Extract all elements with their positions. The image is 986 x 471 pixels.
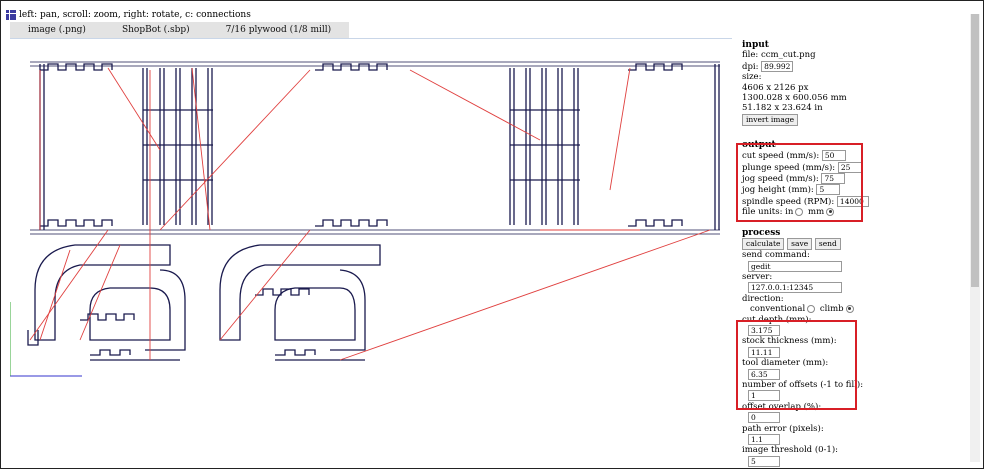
spindle-speed-input[interactable] bbox=[836, 195, 869, 207]
unit-in-label: in bbox=[785, 207, 794, 218]
axes bbox=[10, 302, 82, 377]
cut-depth-input[interactable] bbox=[748, 324, 780, 336]
offsets-label: number of offsets (-1 to fill): bbox=[742, 379, 864, 390]
conventional-label: conventional bbox=[750, 304, 806, 315]
plunge-speed-label: plunge speed (mm/s): bbox=[742, 162, 836, 173]
spindle-speed-label: spindle speed (RPM): bbox=[742, 196, 835, 207]
size-label: size: bbox=[742, 72, 762, 83]
direction-label: direction: bbox=[742, 293, 784, 304]
input-heading: input bbox=[742, 40, 769, 50]
offsets-input[interactable] bbox=[748, 390, 780, 402]
climb-label: climb bbox=[819, 304, 844, 315]
size-px: 4606 x 2126 px bbox=[742, 82, 809, 93]
jog-height-label: jog height (mm): bbox=[742, 185, 814, 196]
server-input[interactable] bbox=[748, 282, 842, 294]
offset-overlap-input[interactable] bbox=[748, 412, 780, 424]
send-command-label: send command: bbox=[742, 250, 810, 261]
offset-overlap-label: offset overlap (%): bbox=[742, 401, 822, 412]
process-heading: process bbox=[742, 227, 781, 238]
toolbar: left: pan, scroll: zoom, right: rotate, … bbox=[6, 8, 251, 22]
process-highlight-box bbox=[736, 320, 857, 410]
grid-icon bbox=[6, 10, 16, 20]
image-threshold-label: image threshold (0-1): bbox=[742, 445, 839, 456]
tab-image[interactable]: image (.png) bbox=[10, 22, 104, 38]
jog-height-input[interactable] bbox=[816, 184, 841, 196]
cut-depth-label: cut depth (mm): bbox=[742, 314, 812, 325]
tab-material[interactable]: 7/16 plywood (1/8 mill) bbox=[207, 22, 350, 38]
climb-radio[interactable] bbox=[845, 304, 854, 313]
unit-in-radio[interactable] bbox=[795, 207, 804, 216]
tool-diameter-input[interactable] bbox=[748, 368, 780, 380]
jog-speed-input[interactable] bbox=[821, 173, 846, 185]
jog-speed-label: jog speed (mm/s): bbox=[742, 174, 819, 185]
server-label: server: bbox=[742, 271, 773, 282]
tool-diameter-label: tool diameter (mm): bbox=[742, 358, 829, 369]
tab-divider bbox=[10, 38, 732, 39]
send-button[interactable]: send bbox=[814, 238, 841, 251]
tab-shopbot[interactable]: ShopBot (.sbp) bbox=[103, 22, 208, 38]
output-highlight-box bbox=[736, 143, 863, 222]
unit-mm-label: mm bbox=[808, 207, 825, 218]
cut-speed-input[interactable] bbox=[821, 150, 846, 162]
send-command-input[interactable] bbox=[748, 260, 842, 272]
unit-mm-radio[interactable] bbox=[826, 207, 835, 216]
instructions-text: left: pan, scroll: zoom, right: rotate, … bbox=[19, 10, 251, 20]
invert-image-button[interactable]: invert image bbox=[742, 113, 799, 126]
connection-lines bbox=[29, 67, 711, 361]
size-mm: 1300.028 x 600.056 mm bbox=[742, 93, 847, 104]
calculate-button[interactable]: calculate bbox=[742, 238, 785, 251]
dpi-label: dpi: bbox=[742, 61, 759, 72]
toolpath-canvas[interactable] bbox=[10, 40, 732, 465]
size-in: 51.182 x 23.624 in bbox=[742, 103, 823, 114]
scrollbar-thumb[interactable] bbox=[971, 14, 979, 287]
conventional-radio[interactable] bbox=[807, 304, 816, 313]
stock-thickness-input[interactable] bbox=[748, 346, 780, 358]
file-units-label: file units: bbox=[742, 207, 783, 218]
save-button[interactable]: save bbox=[787, 238, 813, 251]
cut-speed-label: cut speed (mm/s): bbox=[742, 151, 820, 162]
tab-bar: image (.png) ShopBot (.sbp) 7/16 plywood… bbox=[10, 22, 350, 38]
dpi-input[interactable] bbox=[761, 60, 794, 72]
stock-thickness-label: stock thickness (mm): bbox=[742, 336, 837, 347]
file-name: file: ccm_cut.png bbox=[742, 50, 816, 61]
toolpath-lines bbox=[27, 61, 720, 361]
path-error-label: path error (pixels): bbox=[742, 423, 824, 434]
path-error-input[interactable] bbox=[748, 434, 780, 445]
image-threshold-input[interactable] bbox=[748, 455, 780, 467]
